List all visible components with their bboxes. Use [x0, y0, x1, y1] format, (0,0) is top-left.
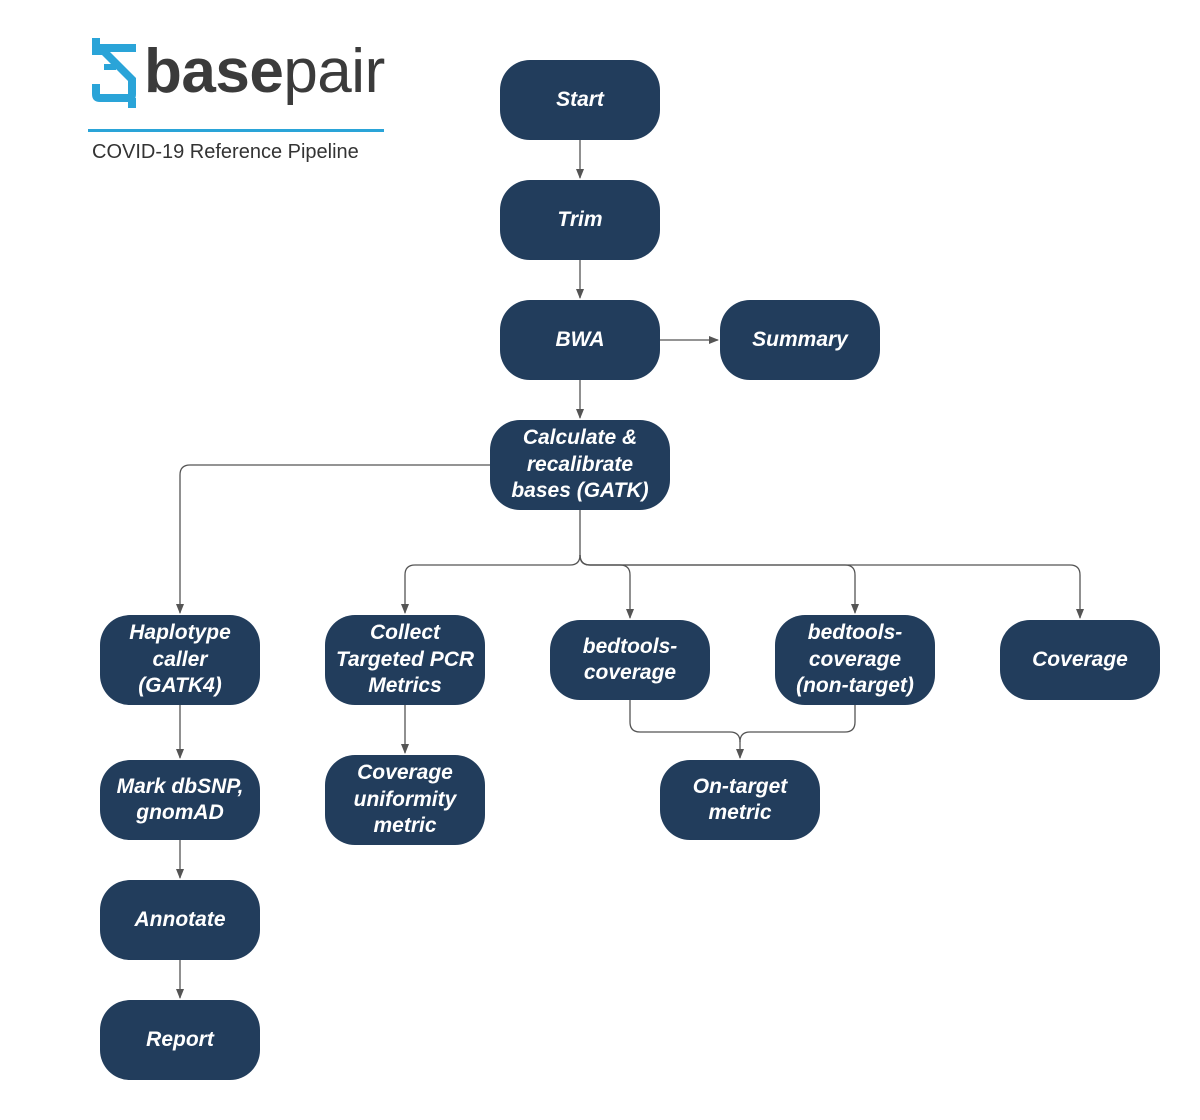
edge-calc-haplotype [176, 464, 490, 614]
node-coverage: Coverage [1000, 620, 1160, 700]
node-report: Report [100, 1000, 260, 1080]
node-calculate-line-1: Calculate & [522, 426, 638, 450]
node-calculate-line-2: recalibrate [526, 452, 634, 476]
dna-helix-icon [92, 38, 136, 108]
node-bedtools-line-1: bedtools- [582, 634, 678, 658]
node-mark-dbsnp-gnomad: Mark dbSNP, gnomAD [100, 760, 260, 840]
node-bedtools-nt-line-2: coverage [808, 647, 902, 671]
node-bedtools-coverage-non-target: bedtools- coverage (non-target) [775, 615, 935, 705]
node-collect-line-2: Targeted PCR [335, 647, 475, 671]
node-bedtools-line-2: coverage [583, 661, 677, 684]
node-annotate: Annotate [100, 880, 260, 960]
node-mark-line-1: Mark dbSNP, [116, 774, 244, 798]
brand-name-bold: base [144, 37, 284, 106]
node-collect-metrics: Collect Targeted PCR Metrics [325, 615, 485, 705]
node-calculate-recalibrate: Calculate & recalibrate bases (GATK) [490, 420, 670, 510]
brand-name-regular: pair [283, 37, 385, 106]
node-trim: Trim [500, 180, 660, 260]
brand-name: basepair [144, 32, 385, 112]
node-coverage-uniformity: Coverage uniformity metric [325, 755, 485, 845]
node-mark-line-2: gnomAD [136, 801, 224, 824]
node-ontarget-line-2: metric [708, 801, 772, 824]
node-uniformity-line-1: Coverage [357, 761, 453, 785]
edge-bedtools-ontarget [629, 700, 744, 759]
node-uniformity-line-3: metric [373, 814, 437, 838]
node-haplotype-line-1: Haplotype [129, 621, 231, 645]
edge-bedtools-nt-ontarget [739, 705, 856, 743]
node-ontarget-line-1: On-target [692, 774, 788, 798]
node-bedtools-nt-line-1: bedtools- [807, 621, 903, 645]
node-summary: Summary [720, 300, 880, 380]
node-on-target-metric: On-target metric [660, 760, 820, 840]
node-collect-line-1: Collect [369, 621, 440, 645]
node-bedtools-nt-line-3: (non-target) [796, 674, 914, 698]
node-uniformity-line-2: uniformity [353, 787, 457, 811]
node-calculate-line-3: bases (GATK) [511, 479, 649, 503]
edge-calc-bedtools-nt [579, 554, 859, 614]
node-haplotype-line-3: (GATK4) [138, 674, 222, 698]
node-bedtools-coverage: bedtools- coverage [550, 620, 710, 700]
pipeline-subtitle: COVID-19 Reference Pipeline [92, 141, 359, 163]
edge-calc-coverage [579, 554, 1084, 619]
node-start: Start [500, 60, 660, 140]
edge-calc-collect [401, 510, 581, 614]
basepair-logo: basepair COVID-19 Reference Pipeline [88, 37, 398, 168]
node-haplotype-caller: Haplotype caller (GATK4) [100, 615, 260, 705]
logo-underline [88, 129, 384, 132]
node-bwa: BWA [500, 300, 660, 380]
node-collect-line-3: Metrics [368, 674, 442, 698]
node-haplotype-line-2: caller [152, 647, 208, 671]
